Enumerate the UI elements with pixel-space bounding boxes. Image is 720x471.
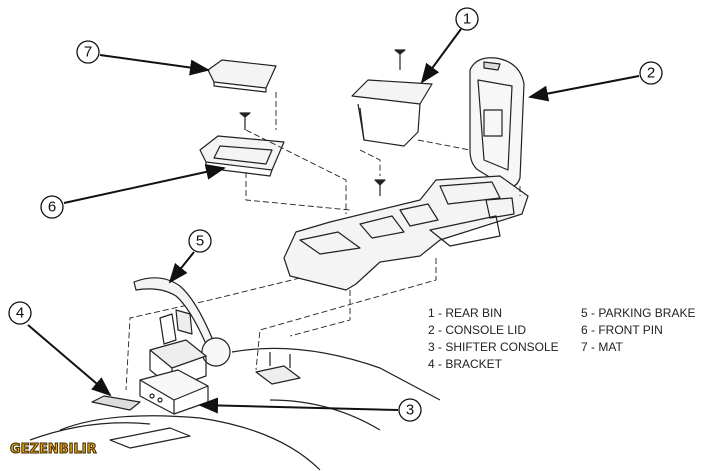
svg-text:1: 1 (463, 11, 471, 28)
legend-item: 7 - MAT (581, 340, 623, 354)
bracket-part (29, 395, 321, 471)
mat-part (207, 59, 277, 93)
legend-item: 6 - FRONT PIN (581, 323, 663, 337)
svg-text:3: 3 (406, 402, 414, 419)
shifter-console-part (139, 313, 209, 415)
legend-column-2: 5 - PARKING BRAKE 6 - FRONT PIN 7 - MAT (581, 305, 695, 356)
front-pin-part (199, 112, 285, 177)
svg-text:5: 5 (196, 233, 204, 250)
callout-7: 7 (76, 40, 100, 64)
callout-4: 4 (8, 301, 32, 325)
svg-text:7: 7 (84, 44, 92, 61)
callout-1: 1 (455, 7, 479, 31)
legend-item: 3 - SHIFTER CONSOLE (428, 340, 559, 354)
legend-item: 4 - BRACKET (428, 357, 503, 371)
console-lid-part (469, 57, 525, 188)
legend-item: 1 - REAR BIN (428, 306, 503, 320)
svg-text:4: 4 (16, 305, 24, 322)
watermark-logo: GEZENBILIR (10, 442, 98, 458)
svg-text:6: 6 (48, 199, 56, 216)
callout-5: 5 (188, 229, 212, 253)
assembly-guide-lines (125, 92, 521, 391)
legend-item: 5 - PARKING BRAKE (581, 306, 696, 320)
svg-text:2: 2 (647, 65, 655, 82)
callout-6: 6 (40, 195, 64, 219)
legend-item: 2 - CONSOLE LID (428, 323, 527, 337)
legend-column-1: 1 - REAR BIN 2 - CONSOLE LID 3 - SHIFTER… (428, 305, 559, 373)
console-body-part (283, 175, 529, 291)
callout-3: 3 (398, 398, 422, 422)
callout-arrows (27, 28, 640, 414)
callout-2: 2 (639, 61, 663, 85)
rear-bin-part (351, 49, 433, 147)
